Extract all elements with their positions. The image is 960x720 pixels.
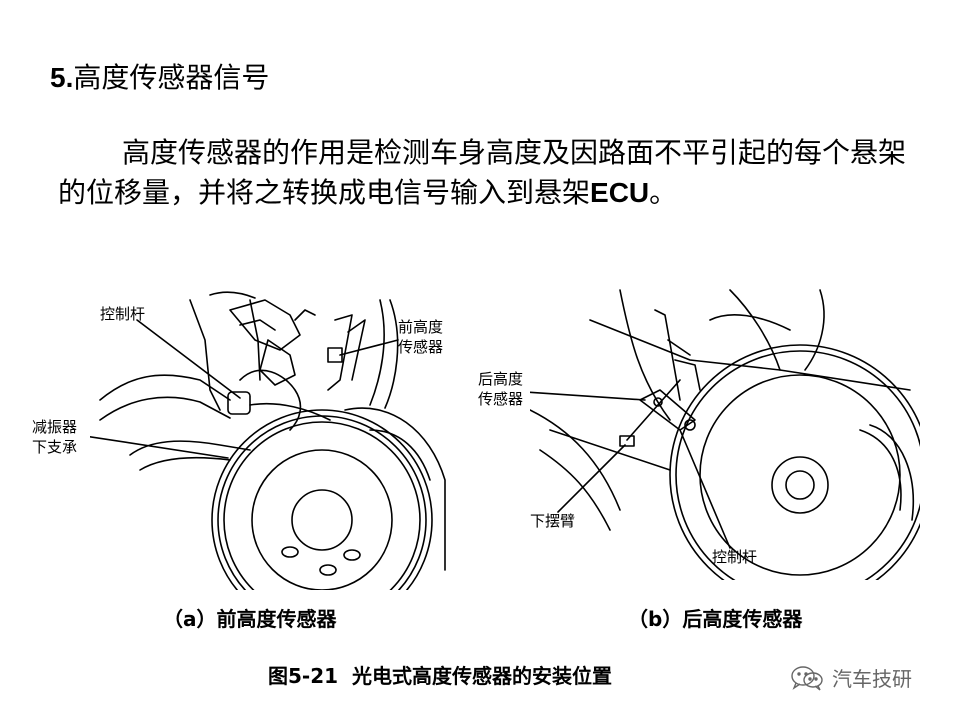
watermark-text: 汽车技研 [832,667,912,691]
label-control-rod-b: 控制杆 [712,548,758,566]
label-lower-arm: 下摆臂 [530,512,576,530]
caption-a: （a）前高度传感器 [163,607,337,631]
body-paragraph: 高度传感器的作用是检测车身高度及因路面不平引起的每个悬架的位移量，并将之转换成电… [58,136,907,209]
label-rear-sensor-1: 后高度 [478,370,524,388]
wechat-icon [791,665,823,691]
page-title: 5.高度传感器信号 [50,61,270,94]
caption-b: （b）后高度传感器 [628,607,803,631]
watermark: 汽车技研 [790,663,912,692]
label-front-sensor-2: 传感器 [398,338,444,356]
figure-title: 图5-21 光电式高度传感器的安装位置 [268,664,612,688]
label-front-sensor-1: 前高度 [398,318,444,336]
label-rear-sensor-2: 传感器 [478,390,524,408]
label-control-rod-a: 控制杆 [100,305,146,323]
rear-sensor-drawing [530,289,920,580]
label-lower-bracket-1: 减振器 [32,418,78,436]
label-lower-bracket-2: 下支承 [32,438,78,456]
front-sensor-drawing [90,291,446,590]
